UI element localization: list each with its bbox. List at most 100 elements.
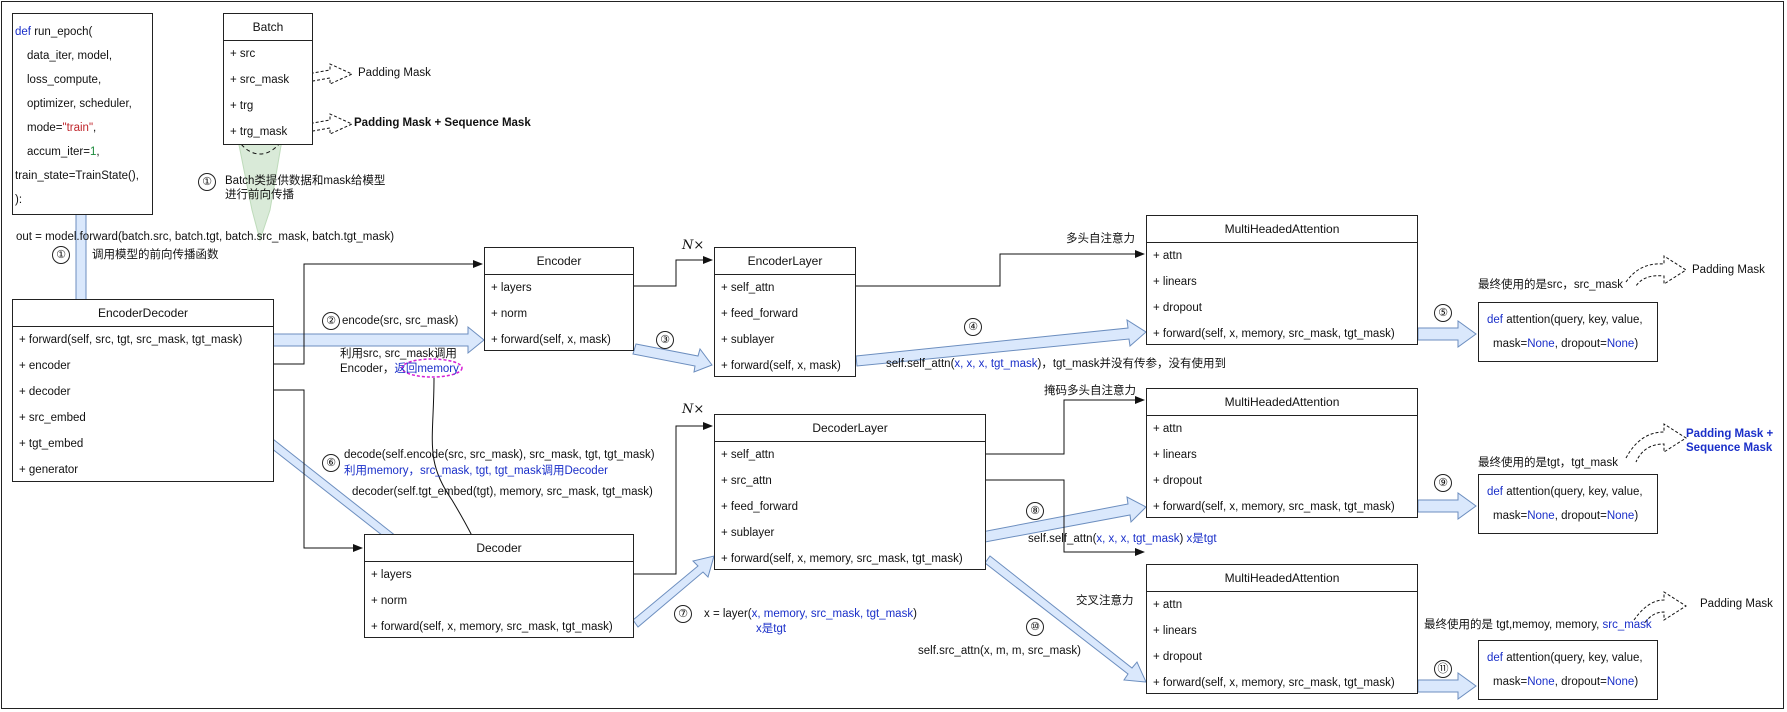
run-epoch-line-1: data_iter, model, <box>27 50 113 62</box>
attn3-line2-e: ) <box>1634 676 1639 688</box>
encode-note-line2-b: 返回memory <box>394 363 459 375</box>
mha-to-attention-1-arrow <box>1417 320 1477 348</box>
decoder-layer-call-c: ) <box>913 608 917 620</box>
encode-note-line2: Encoder，返回memory <box>340 362 459 377</box>
mha-encoder-linears: + linears <box>1153 276 1197 288</box>
encode-call: encode(src, src_mask) <box>342 315 459 327</box>
encoder-decoder-generator: + generator <box>19 464 79 476</box>
encoder-decoder-title: EncoderDecoder <box>13 300 273 327</box>
encdec-to-encoder-line <box>274 260 483 365</box>
decoder-layer-sublayer: + sublayer <box>721 527 775 539</box>
attn1-line2-b: None <box>1527 338 1555 350</box>
mha-encoder-class-box: MultiHeadedAttention + attn + linears + … <box>1146 215 1418 345</box>
attention-fn-1-code: def attention(query, key, value, mask=No… <box>1487 308 1643 356</box>
batch-note-line1: Batch类提供数据和mask给模型 <box>225 175 386 187</box>
attn2-line2-c: , dropout= <box>1554 510 1607 522</box>
step-10-marker: ⑩ <box>1026 618 1044 636</box>
encdec-to-decoder-line <box>274 389 363 552</box>
decoder-layer-call-note: x是tgt <box>756 623 787 635</box>
decoder-self-attn-call-d: x是tgt <box>1186 533 1217 545</box>
encode-note-line2-a: Encoder， <box>340 363 395 375</box>
mha-decoder-cross-title: MultiHeadedAttention <box>1147 565 1417 592</box>
attn2-line2-b: None <box>1527 510 1555 522</box>
decoder-forward-c: , src_mask, tgt_mask) <box>500 621 613 633</box>
attn2-mask-note-line2: Sequence Mask <box>1686 442 1773 454</box>
attention-fn-3-line2: mask=None, dropout=None) <box>1487 670 1643 694</box>
attn3-mask-note: Padding Mask <box>1700 598 1773 610</box>
mha-decoder-self-linears: + linears <box>1153 449 1197 461</box>
encoder-decoder-encoder: + encoder <box>19 360 71 372</box>
encoder-layer-class-box: EncoderLayer + self_attn + feed_forward … <box>714 247 856 377</box>
attn3-line2-c: , dropout= <box>1554 676 1607 688</box>
batch-class-title: Batch <box>224 14 312 41</box>
decoder-layer-src-attn: + src_attn <box>721 475 772 487</box>
step-1-batch-marker: ① <box>198 173 216 191</box>
batch-note-line2: 进行前向传播 <box>225 189 294 201</box>
decoder-layer-call: x = layer(x, memory, src_mask, tgt_mask) <box>704 607 917 622</box>
encoder-nx-label: N× <box>682 238 705 253</box>
decoder-to-layer-line <box>634 422 713 575</box>
decoder-norm: + norm <box>371 595 408 607</box>
decoder-self-attn-call-a: self.self_attn( <box>1028 533 1097 545</box>
decode-call-line1: decode(self.encode(src, src_mask), src_m… <box>344 449 655 461</box>
attn3-line2-a: mask= <box>1493 676 1528 688</box>
decoder-self-attn-call-c: ) <box>1179 533 1187 545</box>
mha-decoder-self-class-box: MultiHeadedAttention + attn + linears + … <box>1146 388 1418 518</box>
encoder-layer-forward: + forward(self, x, mask) <box>721 360 841 372</box>
memory-highlight-ellipse <box>401 358 463 378</box>
attention-fn-3-code: def attention(query, key, value, mask=No… <box>1487 646 1643 694</box>
encoder-forward: + forward(self, x, mask) <box>491 334 611 346</box>
attn2-line2-a: mask= <box>1493 510 1528 522</box>
enclayer-to-mha-line <box>856 250 1145 287</box>
declayer-to-selfmha-line <box>986 396 1145 455</box>
run-epoch-line-6: train_state=TrainState(), <box>15 170 139 182</box>
attention-fn-box-1: def attention(query, key, value, mask=No… <box>1478 302 1658 362</box>
decoder-layer-forward: + forward(self, x, memory, src_mask, tgt… <box>721 553 963 565</box>
attn1-note: 最终使用的是src，src_mask <box>1478 279 1624 291</box>
mha-decoder-cross-dropout: + dropout <box>1153 651 1202 663</box>
attention-fn-2-line1: def attention(query, key, value, <box>1487 480 1643 504</box>
attention-fn-1-line1: def attention(query, key, value, <box>1487 308 1643 332</box>
attn3-note: 最终使用的是 tgt,memoy, memory, src_mask <box>1424 618 1652 633</box>
attn2-line2-e: ) <box>1634 510 1639 522</box>
mha-decoder-cross-linears: + linears <box>1153 625 1197 637</box>
decoder-layer-self-attn: + self_attn <box>721 449 775 461</box>
batch-attr-src-mask: + src_mask <box>230 74 290 86</box>
decoder-class-box: Decoder + layers + norm + forward(self, … <box>364 534 634 638</box>
attn1-line2-a: mask= <box>1493 338 1528 350</box>
mha-to-attention-3-arrow <box>1417 672 1477 700</box>
attn1-mask-note-arrow <box>1625 255 1687 287</box>
mha-encoder-forward: + forward(self, x, memory, src_mask, tgt… <box>1153 328 1395 340</box>
run-epoch-line-0: def run_epoch( <box>15 26 93 38</box>
mha-decoder-cross-attn: + attn <box>1153 599 1183 611</box>
attention-fn-box-2: def attention(query, key, value, mask=No… <box>1478 474 1658 534</box>
decoder-forward-memory: memory <box>459 621 501 633</box>
attn1-def-kw: def <box>1487 314 1503 326</box>
step-11-marker: ⑪ <box>1434 660 1452 678</box>
attn2-def-kw: def <box>1487 486 1503 498</box>
attention-fn-2-line2: mask=None, dropout=None) <box>1487 504 1643 528</box>
mha-decoder-cross-forward: + forward(self, x, memory, src_mask, tgt… <box>1153 677 1395 689</box>
decoder-title: Decoder <box>365 535 633 562</box>
decoderlayer-to-crossattn-arrow <box>984 555 1147 683</box>
attn3-def-kw: def <box>1487 652 1503 664</box>
mha-decoder-self-dropout: + dropout <box>1153 475 1202 487</box>
decoder-layer-feed-forward: + feed_forward <box>721 501 799 513</box>
encoder-layer-title: EncoderLayer <box>715 248 855 275</box>
decoder-layers: + layers <box>371 569 412 581</box>
encode-note-line1: 利用src, src_mask调用 <box>340 348 457 360</box>
decode-call-line3: decoder(self.tgt_embed(tgt), memory, src… <box>352 486 653 498</box>
attention-fn-1-line2: mask=None, dropout=None) <box>1487 332 1643 356</box>
encoder-self-attn-call-c: )，tgt_mask并没有传参，没有使用到 <box>1037 358 1226 370</box>
src-mask-note: Padding Mask <box>358 67 431 79</box>
mha-to-attention-2-arrow <box>1417 492 1477 520</box>
mha-decoder-self-caption: 掩码多头自注意力 <box>1044 385 1136 397</box>
batch-class-box: Batch + src + src_mask + trg + trg_mask <box>223 13 313 145</box>
encoderlayer-to-mha-arrow <box>855 319 1147 367</box>
decoder-layer-title: DecoderLayer <box>715 415 985 442</box>
encoder-layer-sublayer: + sublayer <box>721 334 775 346</box>
step-1-forward-marker: ① <box>52 246 70 264</box>
mha-encoder-caption: 多头自注意力 <box>1066 233 1135 245</box>
encoder-decoder-decoder: + decoder <box>19 386 71 398</box>
